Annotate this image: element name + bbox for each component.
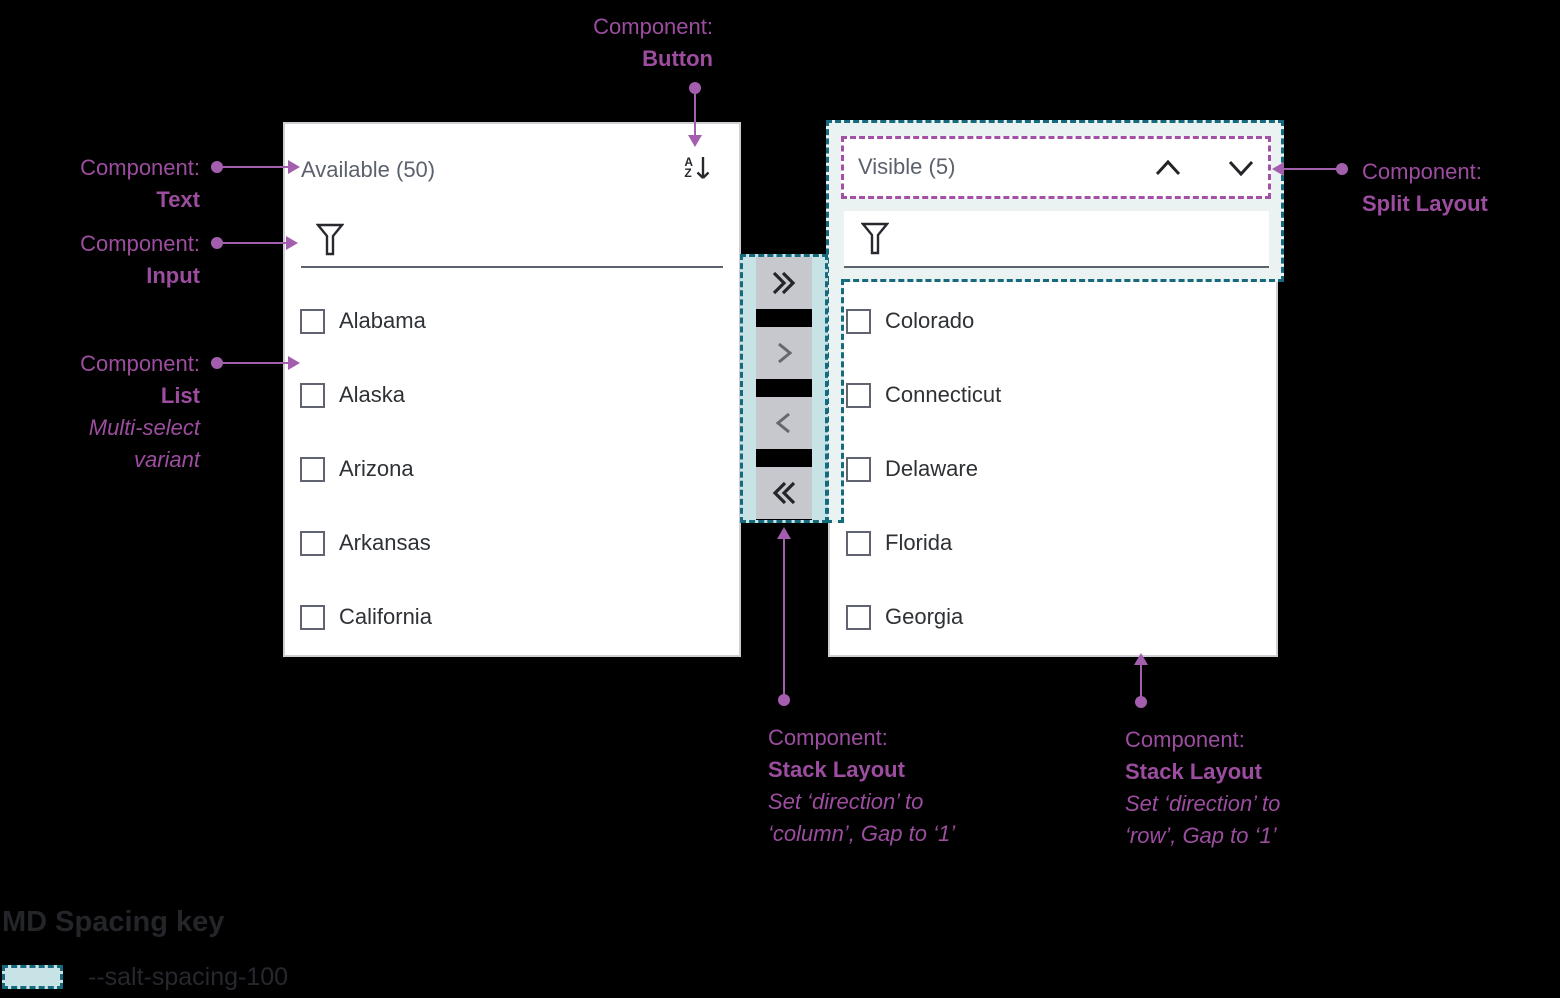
spacing-key-swatch: [2, 965, 63, 989]
list-item[interactable]: Florida: [846, 529, 952, 557]
transfer-button-stack: [756, 257, 812, 520]
list-item-label: Arizona: [339, 456, 414, 481]
annotation-input: Component: Input: [80, 231, 200, 288]
list-item[interactable]: Alabama: [300, 307, 426, 335]
move-down-button[interactable]: [1227, 157, 1255, 179]
checkbox[interactable]: [300, 456, 325, 482]
move-all-left-button[interactable]: [756, 467, 812, 519]
sort-descending-arrow-icon: [696, 157, 710, 179]
checkbox[interactable]: [846, 604, 871, 630]
list-item-label: Alabama: [339, 308, 426, 333]
list-item[interactable]: Colorado: [846, 307, 974, 335]
connector-arrow: [288, 356, 300, 370]
double-chevron-left-icon: [772, 481, 796, 505]
connector-arrow: [688, 135, 702, 147]
chevron-left-icon: [775, 412, 790, 434]
list-item-label: California: [339, 604, 432, 629]
connector-dot: [1135, 696, 1147, 708]
checkbox[interactable]: [846, 530, 871, 556]
split-layout-outline: Visible (5): [841, 136, 1271, 199]
checkbox[interactable]: [846, 382, 871, 408]
connector-dot: [1336, 163, 1348, 175]
filter-funnel-icon: [861, 222, 889, 256]
available-list-title: Available (50): [301, 157, 436, 182]
salt-spacing-highlight-region: Visible (5): [826, 120, 1284, 282]
connector-arrow: [1272, 162, 1284, 176]
annotation-text: Component: Text: [80, 155, 200, 212]
list-item-label: Arkansas: [339, 530, 431, 555]
move-right-button[interactable]: [756, 327, 812, 379]
spacing-key-token-label: --salt-spacing-100: [88, 963, 289, 991]
connector-line: [1283, 168, 1339, 170]
list-item-label: Alaska: [339, 382, 406, 407]
checkbox[interactable]: [846, 456, 871, 482]
checkbox[interactable]: [846, 308, 871, 334]
list-item-label: Florida: [885, 530, 953, 555]
annotation-stack-layout-row: Component: Stack Layout Set ‘direction’ …: [1125, 727, 1281, 848]
list-item[interactable]: Alaska: [300, 381, 405, 409]
salt-spacing-highlight-strip: [826, 279, 844, 523]
list-item-label: Colorado: [885, 308, 975, 333]
chevron-right-icon: [778, 342, 793, 364]
connector-dot: [211, 237, 223, 249]
connector-arrow: [288, 160, 300, 174]
connector-dot: [778, 694, 790, 706]
move-up-button[interactable]: [1154, 157, 1182, 179]
connector-line: [221, 242, 287, 244]
annotation-button: Component: Button: [593, 14, 713, 71]
visible-input-underline: [844, 266, 1269, 268]
list-item-label: Delaware: [885, 456, 978, 481]
checkbox[interactable]: [300, 604, 325, 630]
annotation-stack-layout-column: Component: Stack Layout Set ‘direction’ …: [768, 725, 956, 846]
connector-dot: [689, 82, 701, 94]
chevron-down-icon: [1228, 160, 1254, 177]
list-item[interactable]: California: [300, 603, 432, 631]
annotation-list: Component: List Multi-select variant: [80, 351, 200, 472]
connector-line: [694, 92, 696, 136]
list-item-label: Connecticut: [885, 382, 1002, 407]
annotation-split-layout: Component: Split Layout: [1362, 159, 1488, 216]
checkbox[interactable]: [300, 530, 325, 556]
available-input-underline: [301, 266, 723, 268]
checkbox[interactable]: [300, 308, 325, 334]
connector-arrow: [1134, 653, 1148, 665]
move-all-right-button[interactable]: [756, 257, 812, 309]
connector-arrow: [777, 527, 791, 539]
visible-list-title: Visible (5): [858, 154, 956, 179]
connector-dot: [211, 161, 223, 173]
stack-layout-spacing-highlight: [740, 254, 828, 523]
list-item[interactable]: Connecticut: [846, 381, 1001, 409]
chevron-up-icon: [1155, 159, 1181, 176]
filter-funnel-icon: [316, 223, 344, 257]
move-left-button[interactable]: [756, 397, 812, 449]
checkbox[interactable]: [300, 382, 325, 408]
visible-filter-input[interactable]: [844, 211, 1269, 268]
connector-line: [1140, 664, 1142, 698]
connector-line: [221, 166, 289, 168]
list-item[interactable]: Delaware: [846, 455, 978, 483]
connector-line: [783, 538, 785, 696]
list-item[interactable]: Georgia: [846, 603, 963, 631]
connector-arrow: [286, 236, 298, 250]
available-filter-input[interactable]: [301, 220, 723, 268]
spacing-key-title: MD Spacing key: [2, 906, 225, 938]
connector-line: [221, 362, 289, 364]
list-item[interactable]: Arizona: [300, 455, 414, 483]
connector-dot: [211, 357, 223, 369]
list-item[interactable]: Arkansas: [300, 529, 431, 557]
double-chevron-right-icon: [772, 271, 796, 295]
list-item-label: Georgia: [885, 604, 964, 629]
